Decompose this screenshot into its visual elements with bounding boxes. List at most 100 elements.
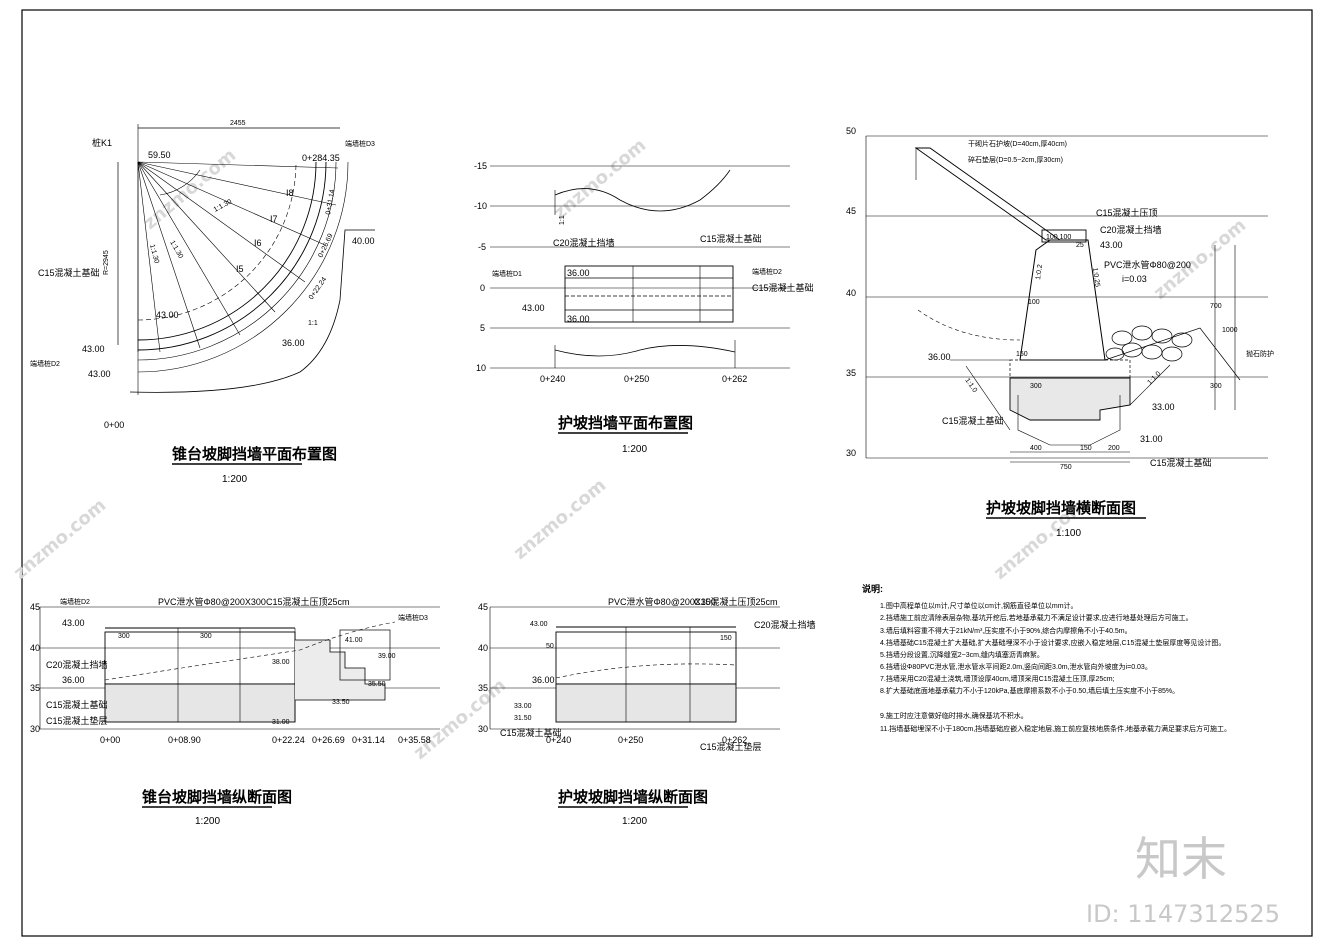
long-abutment-st-6: 0+35.58 [398,735,431,745]
plan-abutment-scale: 1:200 [222,474,247,485]
long-slope-scale: 1:200 [622,816,647,827]
cross-dim-300: 300 [1210,383,1222,390]
brand-id: ID: 1147312525 [1086,900,1280,928]
long-abutment-dim-2: 300 [200,633,212,640]
plan-abutment-elev-c: 40.00 [352,236,375,246]
cross-elev-43: 43.00 [1100,240,1123,250]
long-slope-c15-b: C15混凝土垫层 [700,741,762,752]
note-11: 11.挡墙基础埋深不小于180cm,挡墙基础应嵌入稳定地层,施工前应复核地质条件… [880,724,1231,733]
long-abutment-st-2: 0+08.90 [168,735,201,745]
long-abutment-dim-1: 300 [118,633,130,640]
long-slope-y-3: 35 [478,683,488,693]
long-abutment-d3: 端墙桩D3 [398,613,428,622]
plan-abutment-slope-b: 1:1.30 [168,240,184,260]
plan-slope-d2-label: 端墙桩D2 [752,267,782,276]
long-abutment-elev-5: 39.00 [378,653,396,660]
long-abutment-elev-7: 31.00 [272,719,290,726]
plan-slope-x-3: 0+262 [722,374,747,384]
cross-pvc: PVC泄水管Φ80@200 [1104,259,1191,270]
cross-scale: 1:100 [1056,528,1081,539]
cross-dim-150: 150 [1016,351,1028,358]
plan-abutment-title: 锥台坡脚挡墙平面布置图 [172,445,337,463]
plan-abutment-section-1: I8 [286,188,294,198]
long-slope-title: 护坡坡脚挡墙纵断面图 [558,788,708,806]
long-abutment-st-1: 0+00 [100,735,120,745]
long-abutment-y-4: 30 [30,724,40,734]
cross-dim-bottom-2: 150 [1080,445,1092,452]
long-slope-st-3: 0+262 [722,735,747,745]
cross-elev-31: 31.00 [1140,434,1163,444]
long-abutment-st-4: 0+26.69 [312,735,345,745]
plan-abutment-section-4: I5 [236,264,244,274]
plan-slope-y-4: 0 [480,283,485,293]
plan-slope-title: 护坡挡墙平面布置图 [558,414,693,432]
long-slope-elev-1: 43.00 [530,621,548,628]
long-abutment: 45 40 35 30 端墙桩D2 端墙桩D3 PVC泄水管Φ80@200X30… [30,596,440,827]
cross-note-top-1: 干砌片石护坡(D=40cm,厚40cm) [968,139,1067,148]
plan-slope-slope-label: 1:1 [559,215,566,225]
cross-c20: C20混凝土挡墙 [1100,224,1162,235]
long-slope-dim-2: 150 [720,635,732,642]
plan-abutment-station-top: 0+284.35 [302,153,340,163]
plan-abutment-d3-label: 端墙桩D3 [345,139,375,148]
plan-abutment-radials [137,161,339,353]
cross-title: 护坡坡脚挡墙横断面图 [986,499,1136,517]
long-abutment-c15-cap: C15混凝土压顶25cm [266,596,350,607]
long-abutment-scale: 1:200 [195,816,220,827]
plan-slope-d1-label: 端墙桩D1 [492,269,522,278]
plan-slope-c20-label: C20混凝土挡墙 [553,237,615,248]
cross-dim-300b: 300 [1030,383,1042,390]
plan-slope-c15-label: C15混凝土基础 [700,233,762,244]
long-slope-st-2: 0+250 [618,735,643,745]
long-abutment-y-3: 35 [30,683,40,693]
long-abutment-title: 锥台坡脚挡墙纵断面图 [142,788,292,806]
brand-logo: 知末 [1135,832,1227,886]
plan-abutment-elev-a: 43.00 [156,310,179,320]
plan-abutment-slope-a: 1:1.30 [213,198,234,213]
long-abutment-pvc: PVC泄水管Φ80@200X300 [158,596,266,607]
long-abutment-elev-1: 43.00 [62,618,85,628]
long-abutment-elev-8: 33.50 [332,699,350,706]
cross-dim-700: 700 [1210,303,1222,310]
cross-c15-cap: C15混凝土压顶 [1096,207,1158,218]
plan-abutment-elev-d: 36.00 [282,338,305,348]
plan-abutment-dim-side: R=2945 [103,250,110,275]
cross-c15-left: C15混凝土基础 [942,415,1004,426]
cross-elev-33: 33.00 [1152,402,1175,412]
plan-abutment-boundary [129,229,375,393]
cross-y-4: 35 [846,368,856,378]
plan-abutment-station-1: 0+31.14 [325,189,336,215]
cross-dim-total: 750 [1060,464,1072,471]
note-1: 1.图中高程单位以m计,尺寸单位以cm计,钢筋直径单位以mm计。 [880,601,1078,610]
plan-abutment-station-bottom: 0+00 [104,420,124,430]
watermark-5: znzmo.com [510,475,610,564]
riprap-stones [1105,325,1193,362]
notes-heading: 说明: [862,583,883,594]
watermark-2: znzmo.com [550,135,650,224]
plan-abutment-dim-top: 2455 [230,120,246,127]
notes: 说明: 1.图中高程单位以m计,尺寸单位以cm计,钢筋直径单位以mm计。 2.挡… [862,583,1231,733]
cross-y-1: 50 [846,126,856,136]
sheet-border [21,9,1313,937]
note-9: 9.施工时应注意做好临时排水,确保基坑不积水。 [880,711,1028,720]
long-abutment-y-1: 45 [30,602,40,612]
long-slope-pvc: PVC泄水管Φ80@200X300 [608,596,716,607]
long-abutment-c15-a: C15混凝土基础 [46,699,108,710]
cross-slope-02: 1:0.2 [1035,264,1044,280]
plan-slope-elev-top: 36.00 [567,268,590,278]
plan-abutment-elev-b2: 43.00 [88,369,111,379]
cross-y-5: 30 [846,448,856,458]
long-slope-y-4: 30 [478,724,488,734]
plan-slope-c15-label-2: C15混凝土基础 [752,282,814,293]
note-2: 2.挡墙施工前应清除表层杂物,基坑开挖后,若地基承载力不满足设计要求,应进行地基… [880,613,1193,622]
note-7: 7.挡墙采用C20混凝土浇筑,墙顶设厚40cm,墙顶采用C15混凝土压顶,厚25… [880,674,1115,683]
plan-slope-x-1: 0+240 [540,374,565,384]
note-5: 5.挡墙分段设置,沉降缝宽2~3cm,缝内填塞沥青麻絮。 [880,650,1044,659]
plan-abutment-elev-b: 43.00 [82,344,105,354]
plan-abutment-c15-left: C15混凝土基础 [38,267,100,278]
cross-note-top-2: 碎石垫层(D=0.5~2cm,厚30cm) [968,155,1063,164]
cross-y-3: 40 [846,288,856,298]
plan-abutment-d2-label: 端墙桩D2 [30,359,60,368]
note-6: 6.挡墙设Φ80PVC泄水管,泄水管水平间距2.0m,竖向间距3.0m,泄水管向… [880,662,1152,671]
long-abutment-d2: 端墙桩D2 [60,597,90,606]
